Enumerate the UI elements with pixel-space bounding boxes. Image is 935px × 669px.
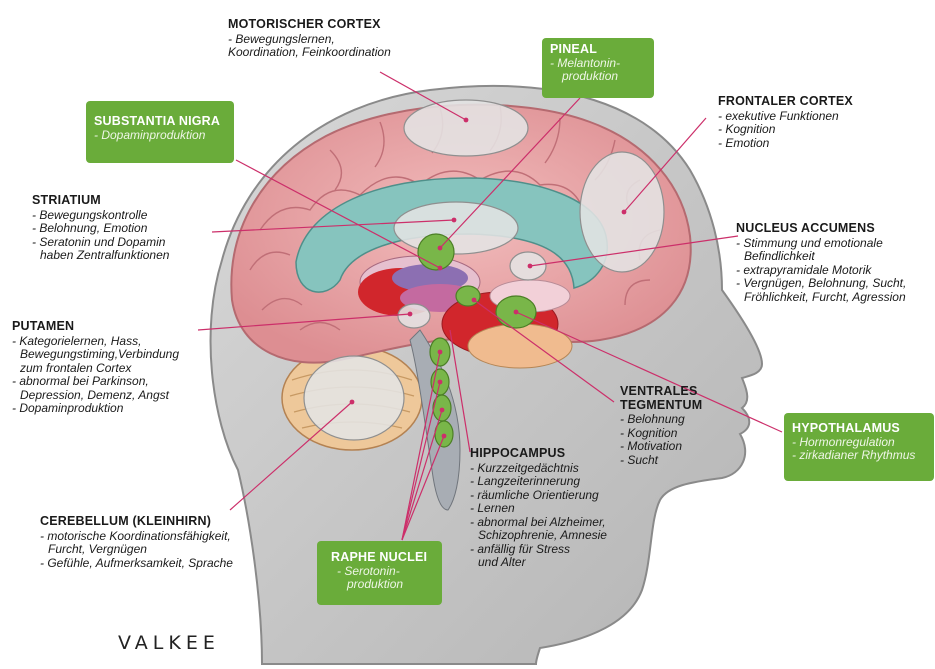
label-line: - Vergnügen, Belohnung, Sucht, (736, 277, 906, 291)
brand-logo: VALKEE (118, 632, 220, 654)
label-line: - Stimmung und emotionale (736, 237, 906, 251)
label-line: - Kurzzeitgedächtnis (470, 462, 607, 476)
label-line: Furcht, Vergnügen (40, 543, 233, 557)
box-title: RAPHE NUCLEI (331, 551, 434, 565)
label-line: - Lernen (470, 502, 607, 516)
label-nucleus-accumens: NUCLEUS ACCUMENS - Stimmung und emotiona… (736, 222, 906, 304)
label-line: Schizophrenie, Amnesie (470, 529, 607, 543)
box-line: - Serotonin- (331, 565, 434, 579)
label-line: - Gefühle, Aufmerksamkeit, Sprache (40, 557, 233, 571)
label-title: PUTAMEN (12, 320, 179, 334)
label-ventrales-tegmentum: VENTRALES TEGMENTUM - Belohnung - Kognit… (620, 385, 702, 467)
label-title: TEGMENTUM (620, 399, 702, 413)
label-line: und Alter (470, 556, 607, 570)
label-cerebellum: CEREBELLUM (KLEINHIRN) - motorische Koor… (40, 515, 233, 570)
label-line: - Sucht (620, 454, 702, 468)
box-title: SUBSTANTIA NIGRA (94, 115, 226, 129)
label-line: - Bewegungslernen, (228, 33, 391, 47)
label-line: - exekutive Funktionen (718, 110, 853, 124)
label-line: - motorische Koordinationsfähigkeit, (40, 530, 233, 544)
box-line: - Dopaminproduktion (94, 129, 226, 143)
box-line: - zirkadianer Rhythmus (792, 449, 926, 463)
label-title: STRIATIUM (32, 194, 169, 208)
label-title: VENTRALES (620, 385, 702, 399)
label-line: - Kognition (620, 427, 702, 441)
label-line: - Seratonin und Dopamin (32, 236, 169, 250)
label-motorischer-cortex: MOTORISCHER CORTEX - Bewegungslernen, Ko… (228, 18, 391, 60)
box-line: produktion (550, 70, 646, 84)
label-title: MOTORISCHER CORTEX (228, 18, 391, 32)
box-line: produktion (331, 578, 434, 592)
label-line: - Belohnung, Emotion (32, 222, 169, 236)
box-hypothalamus: HYPOTHALAMUS - Hormonregulation - zirkad… (784, 413, 934, 481)
label-line: - abnormal bei Alzheimer, (470, 516, 607, 530)
label-line: - Dopaminproduktion (12, 402, 179, 416)
box-title: HYPOTHALAMUS (792, 422, 926, 436)
label-line: - extrapyramidale Motorik (736, 264, 906, 278)
label-line: Befindlichkeit (736, 250, 906, 264)
box-title: PINEAL (550, 43, 646, 57)
label-title: HIPPOCAMPUS (470, 447, 607, 461)
label-title: NUCLEUS ACCUMENS (736, 222, 906, 236)
label-line: - Kategorielernen, Hass, (12, 335, 179, 349)
box-line: - Hormonregulation (792, 436, 926, 450)
label-line: - abnormal bei Parkinson, (12, 375, 179, 389)
label-line: - anfällig für Stress (470, 543, 607, 557)
box-pineal: PINEAL - Melantonin- produktion (542, 38, 654, 98)
label-line: - Belohnung (620, 413, 702, 427)
label-hippocampus: HIPPOCAMPUS - Kurzzeitgedächtnis - Langz… (470, 447, 607, 570)
label-line: Bewegungstiming,Verbindung (12, 348, 179, 362)
label-putamen: PUTAMEN - Kategorielernen, Hass, Bewegun… (12, 320, 179, 416)
box-substantia-nigra: SUBSTANTIA NIGRA - Dopaminproduktion (86, 101, 234, 163)
label-title: FRONTALER CORTEX (718, 95, 853, 109)
label-line: Depression, Demenz, Angst (12, 389, 179, 403)
label-line: - Motivation (620, 440, 702, 454)
label-line: - Bewegungskontrolle (32, 209, 169, 223)
label-line: - räumliche Orientierung (470, 489, 607, 503)
label-line: - Kognition (718, 123, 853, 137)
label-line: - Langzeiterinnerung (470, 475, 607, 489)
label-title: CEREBELLUM (KLEINHIRN) (40, 515, 233, 529)
label-line: Fröhlichkeit, Furcht, Agression (736, 291, 906, 305)
label-striatium: STRIATIUM - Bewegungskontrolle - Belohnu… (32, 194, 169, 263)
label-line: Koordination, Feinkoordination (228, 46, 391, 60)
label-line: zum frontalen Cortex (12, 362, 179, 376)
box-line: - Melantonin- (550, 57, 646, 71)
label-line: - Emotion (718, 137, 853, 151)
label-line: haben Zentralfunktionen (32, 249, 169, 263)
label-frontaler-cortex: FRONTALER CORTEX - exekutive Funktionen … (718, 95, 853, 150)
box-raphe-nuclei: RAPHE NUCLEI - Serotonin- produktion (317, 541, 442, 605)
